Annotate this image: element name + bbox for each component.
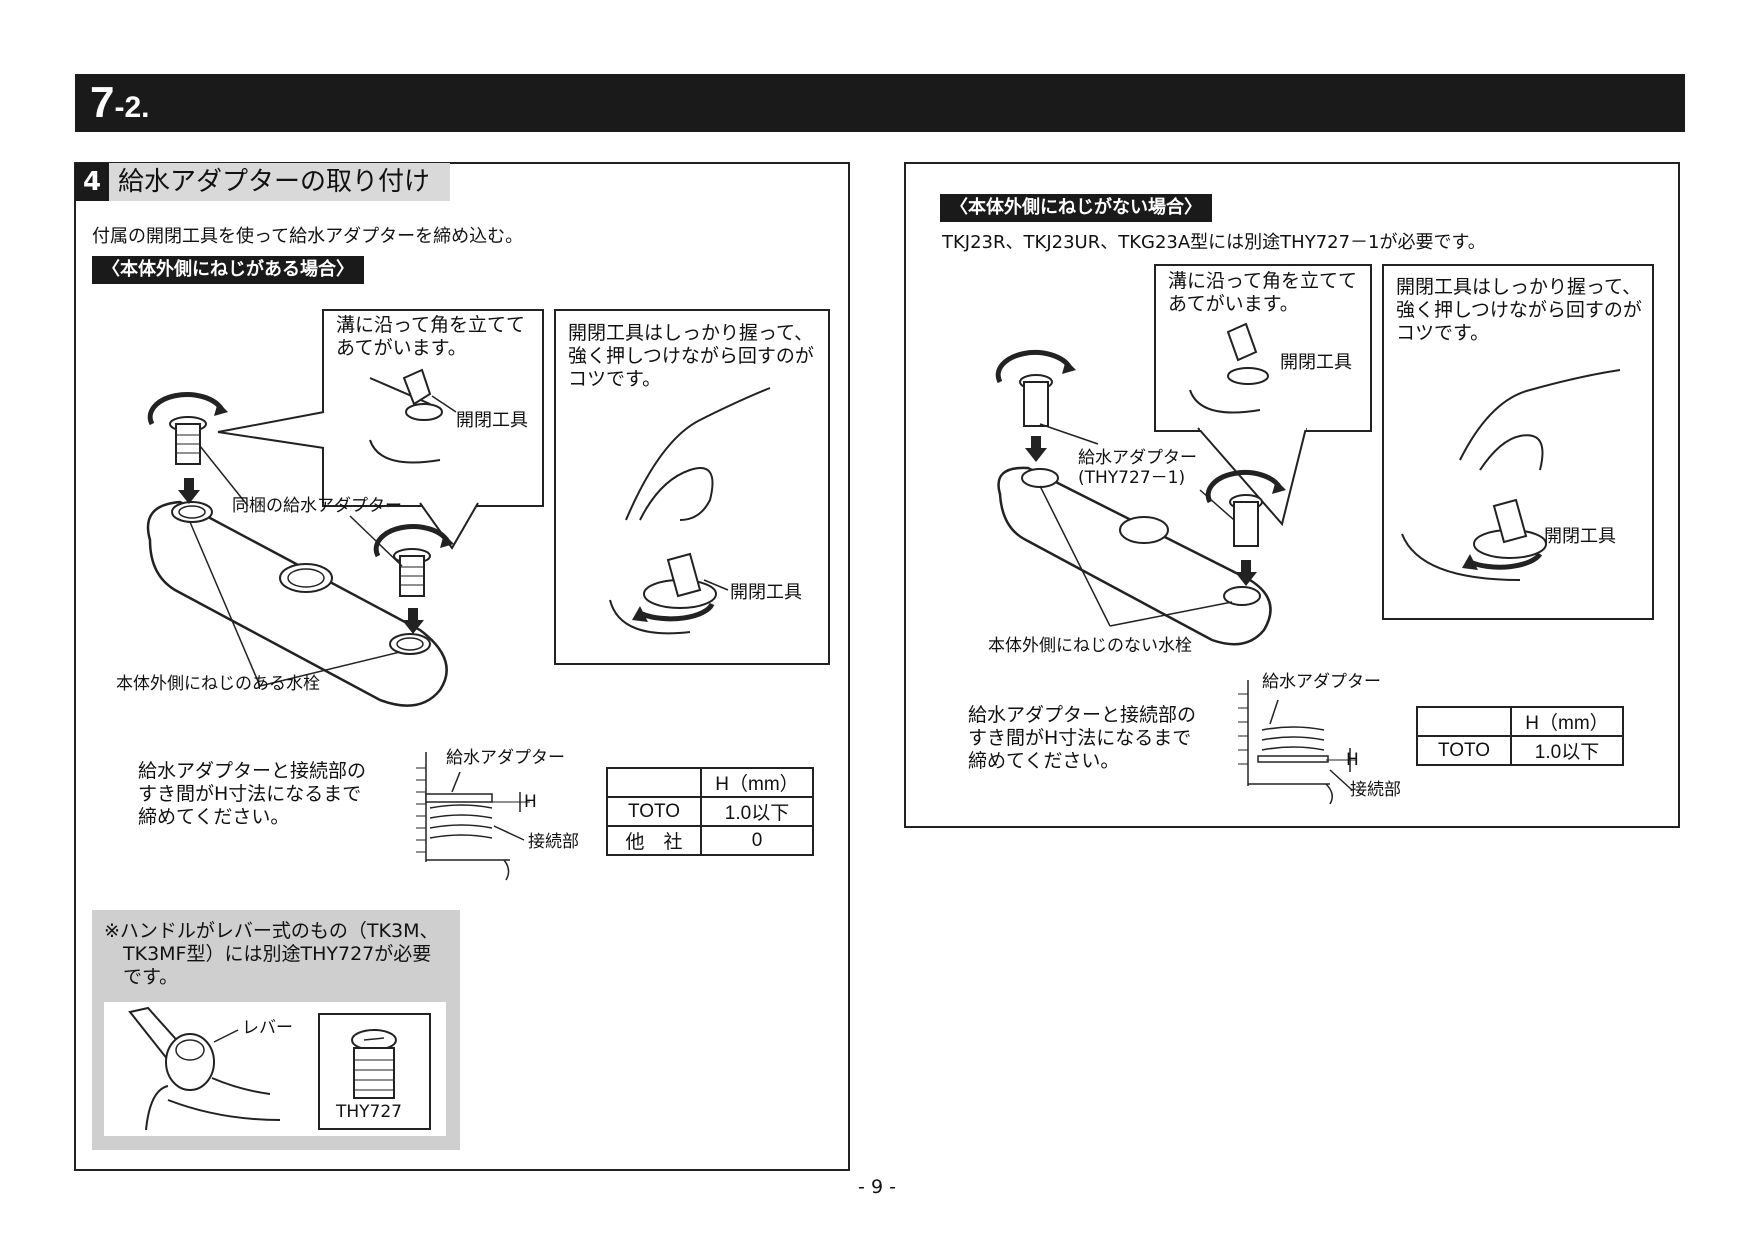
table-header-cell [606, 767, 702, 798]
intro-text: 付属の開閉工具を使って給水アダプターを締め込む。 [92, 226, 524, 247]
callout-groove [322, 309, 544, 507]
callout-groove-right-text: 溝に沿って角を立てて あてがいます。 [1168, 270, 1358, 315]
page-number: - 9 - [858, 1176, 896, 1198]
callout-grip-tool-label: 開閉工具 [730, 582, 802, 603]
adapter-thy727-1-label: 給水アダプター (THY727－1) [1078, 448, 1197, 488]
table-cell: 1.0以下 [1510, 735, 1624, 766]
gap-h-label-right: H [1346, 750, 1359, 770]
table-cell: 1.0以下 [700, 796, 814, 827]
threaded-faucet-label: 本体外側にねじのある水栓 [116, 674, 320, 694]
table-cell: TOTO [1416, 735, 1512, 766]
table-row: TOTO 1.0以下 [606, 796, 814, 827]
table-cell: TOTO [606, 796, 702, 827]
table-header-cell: H（mm） [700, 767, 814, 798]
gap-instruction-left: 給水アダプターと接続部の すき間がH寸法になるまで 締めてください。 [138, 760, 367, 828]
callout-groove-right-tool-label: 開閉工具 [1280, 352, 1352, 373]
unthreaded-faucet-label: 本体外側にねじのない水栓 [988, 636, 1192, 656]
callout-grip-right [1382, 264, 1654, 620]
bundled-adapter-label: 同梱の給水アダプター [232, 496, 402, 516]
table-header-row: H（mm） [606, 767, 814, 798]
gap-h-label-left: H [524, 792, 537, 812]
table-header-row: H（mm） [1416, 706, 1624, 737]
callout-grip-right-text: 開閉工具はしっかり握って、 強く押しつけながら回すのが コツです。 [1396, 276, 1642, 344]
table-cell: 他 社 [606, 825, 702, 856]
section-header-bar [75, 74, 1685, 132]
step-number: 4 [75, 163, 109, 201]
models-note: TKJ23R、TKJ23UR、TKG23A型には別途THY727－1が必要です。 [942, 232, 1486, 253]
gap-joint-label-right: 接続部 [1350, 780, 1401, 800]
gap-joint-label-left: 接続部 [528, 832, 579, 852]
table-row: 他 社 0 [606, 825, 814, 856]
step-title-bg [75, 163, 450, 201]
table-header-cell [1416, 706, 1512, 737]
h-dimension-table-right: H（mm） TOTO 1.0以下 [1416, 706, 1624, 766]
lever-note-text: ※ハンドルがレバー式のもの（TK3M、 TK3MF型）には別途THY727が必要… [104, 920, 439, 988]
callout-grip-text: 開閉工具はしっかり握って、 強く押しつけながら回すのが コツです。 [568, 322, 814, 390]
step-title: 給水アダプターの取り付け [118, 167, 431, 197]
case-label-threaded: 〈本体外側にねじがある場合〉 [92, 256, 364, 284]
callout-groove-tool-label: 開閉工具 [456, 410, 528, 431]
table-row: TOTO 1.0以下 [1416, 735, 1624, 766]
gap-adapter-label-left: 給水アダプター [446, 748, 565, 768]
h-dimension-table-left: H（mm） TOTO 1.0以下 他 社 0 [606, 767, 814, 856]
callout-grip-right-tool-label: 開閉工具 [1544, 526, 1616, 547]
section-number: 7-2. [90, 78, 150, 127]
lever-label: レバー [242, 1018, 293, 1038]
table-header-cell: H（mm） [1510, 706, 1624, 737]
case-label-unthreaded: 〈本体外側にねじがない場合〉 [940, 194, 1212, 222]
table-cell: 0 [700, 825, 814, 856]
gap-instruction-right: 給水アダプターと接続部の すき間がH寸法になるまで 締めてください。 [968, 704, 1197, 772]
callout-groove-text: 溝に沿って角を立てて あてがいます。 [336, 314, 526, 359]
gap-adapter-label-right: 給水アダプター [1262, 672, 1381, 692]
thy727-part-label: THY727 [336, 1102, 402, 1122]
callout-groove-right [1154, 264, 1372, 432]
